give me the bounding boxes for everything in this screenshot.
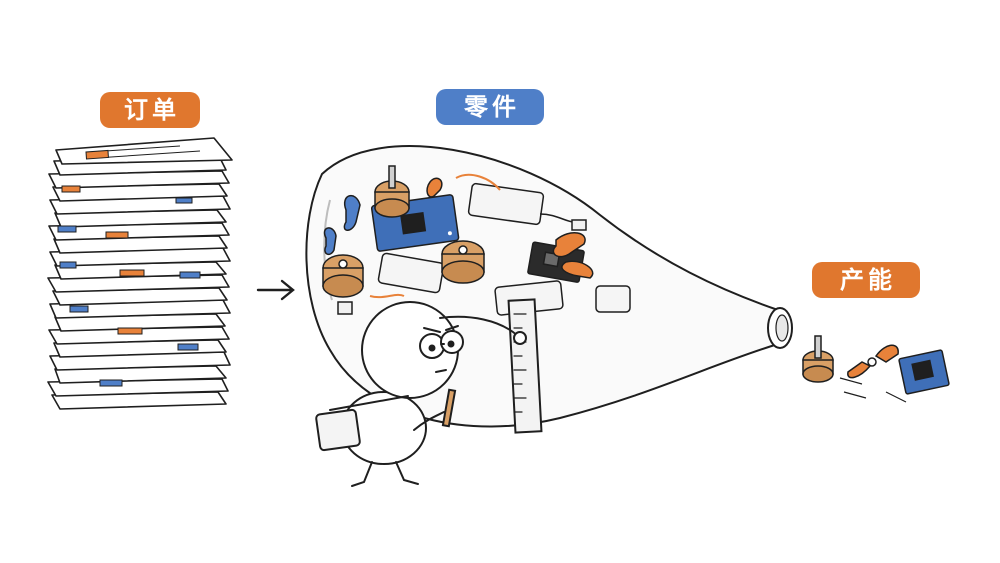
order-tabs: [57, 149, 201, 387]
output-board: [898, 349, 950, 395]
character: [315, 298, 543, 487]
output-motor: [802, 335, 834, 383]
motor: [374, 165, 410, 218]
motor: [322, 254, 364, 298]
motor: [441, 240, 485, 284]
orders-label: 订单: [100, 92, 200, 128]
order-stack: [47, 137, 233, 410]
capacity-label: 产能: [812, 262, 920, 298]
arrow-orders-to-parts: [256, 279, 295, 301]
parts-label: 零件: [436, 89, 544, 125]
output-propeller: [847, 344, 899, 379]
output-parts: [802, 335, 950, 403]
ruler: [507, 298, 543, 434]
